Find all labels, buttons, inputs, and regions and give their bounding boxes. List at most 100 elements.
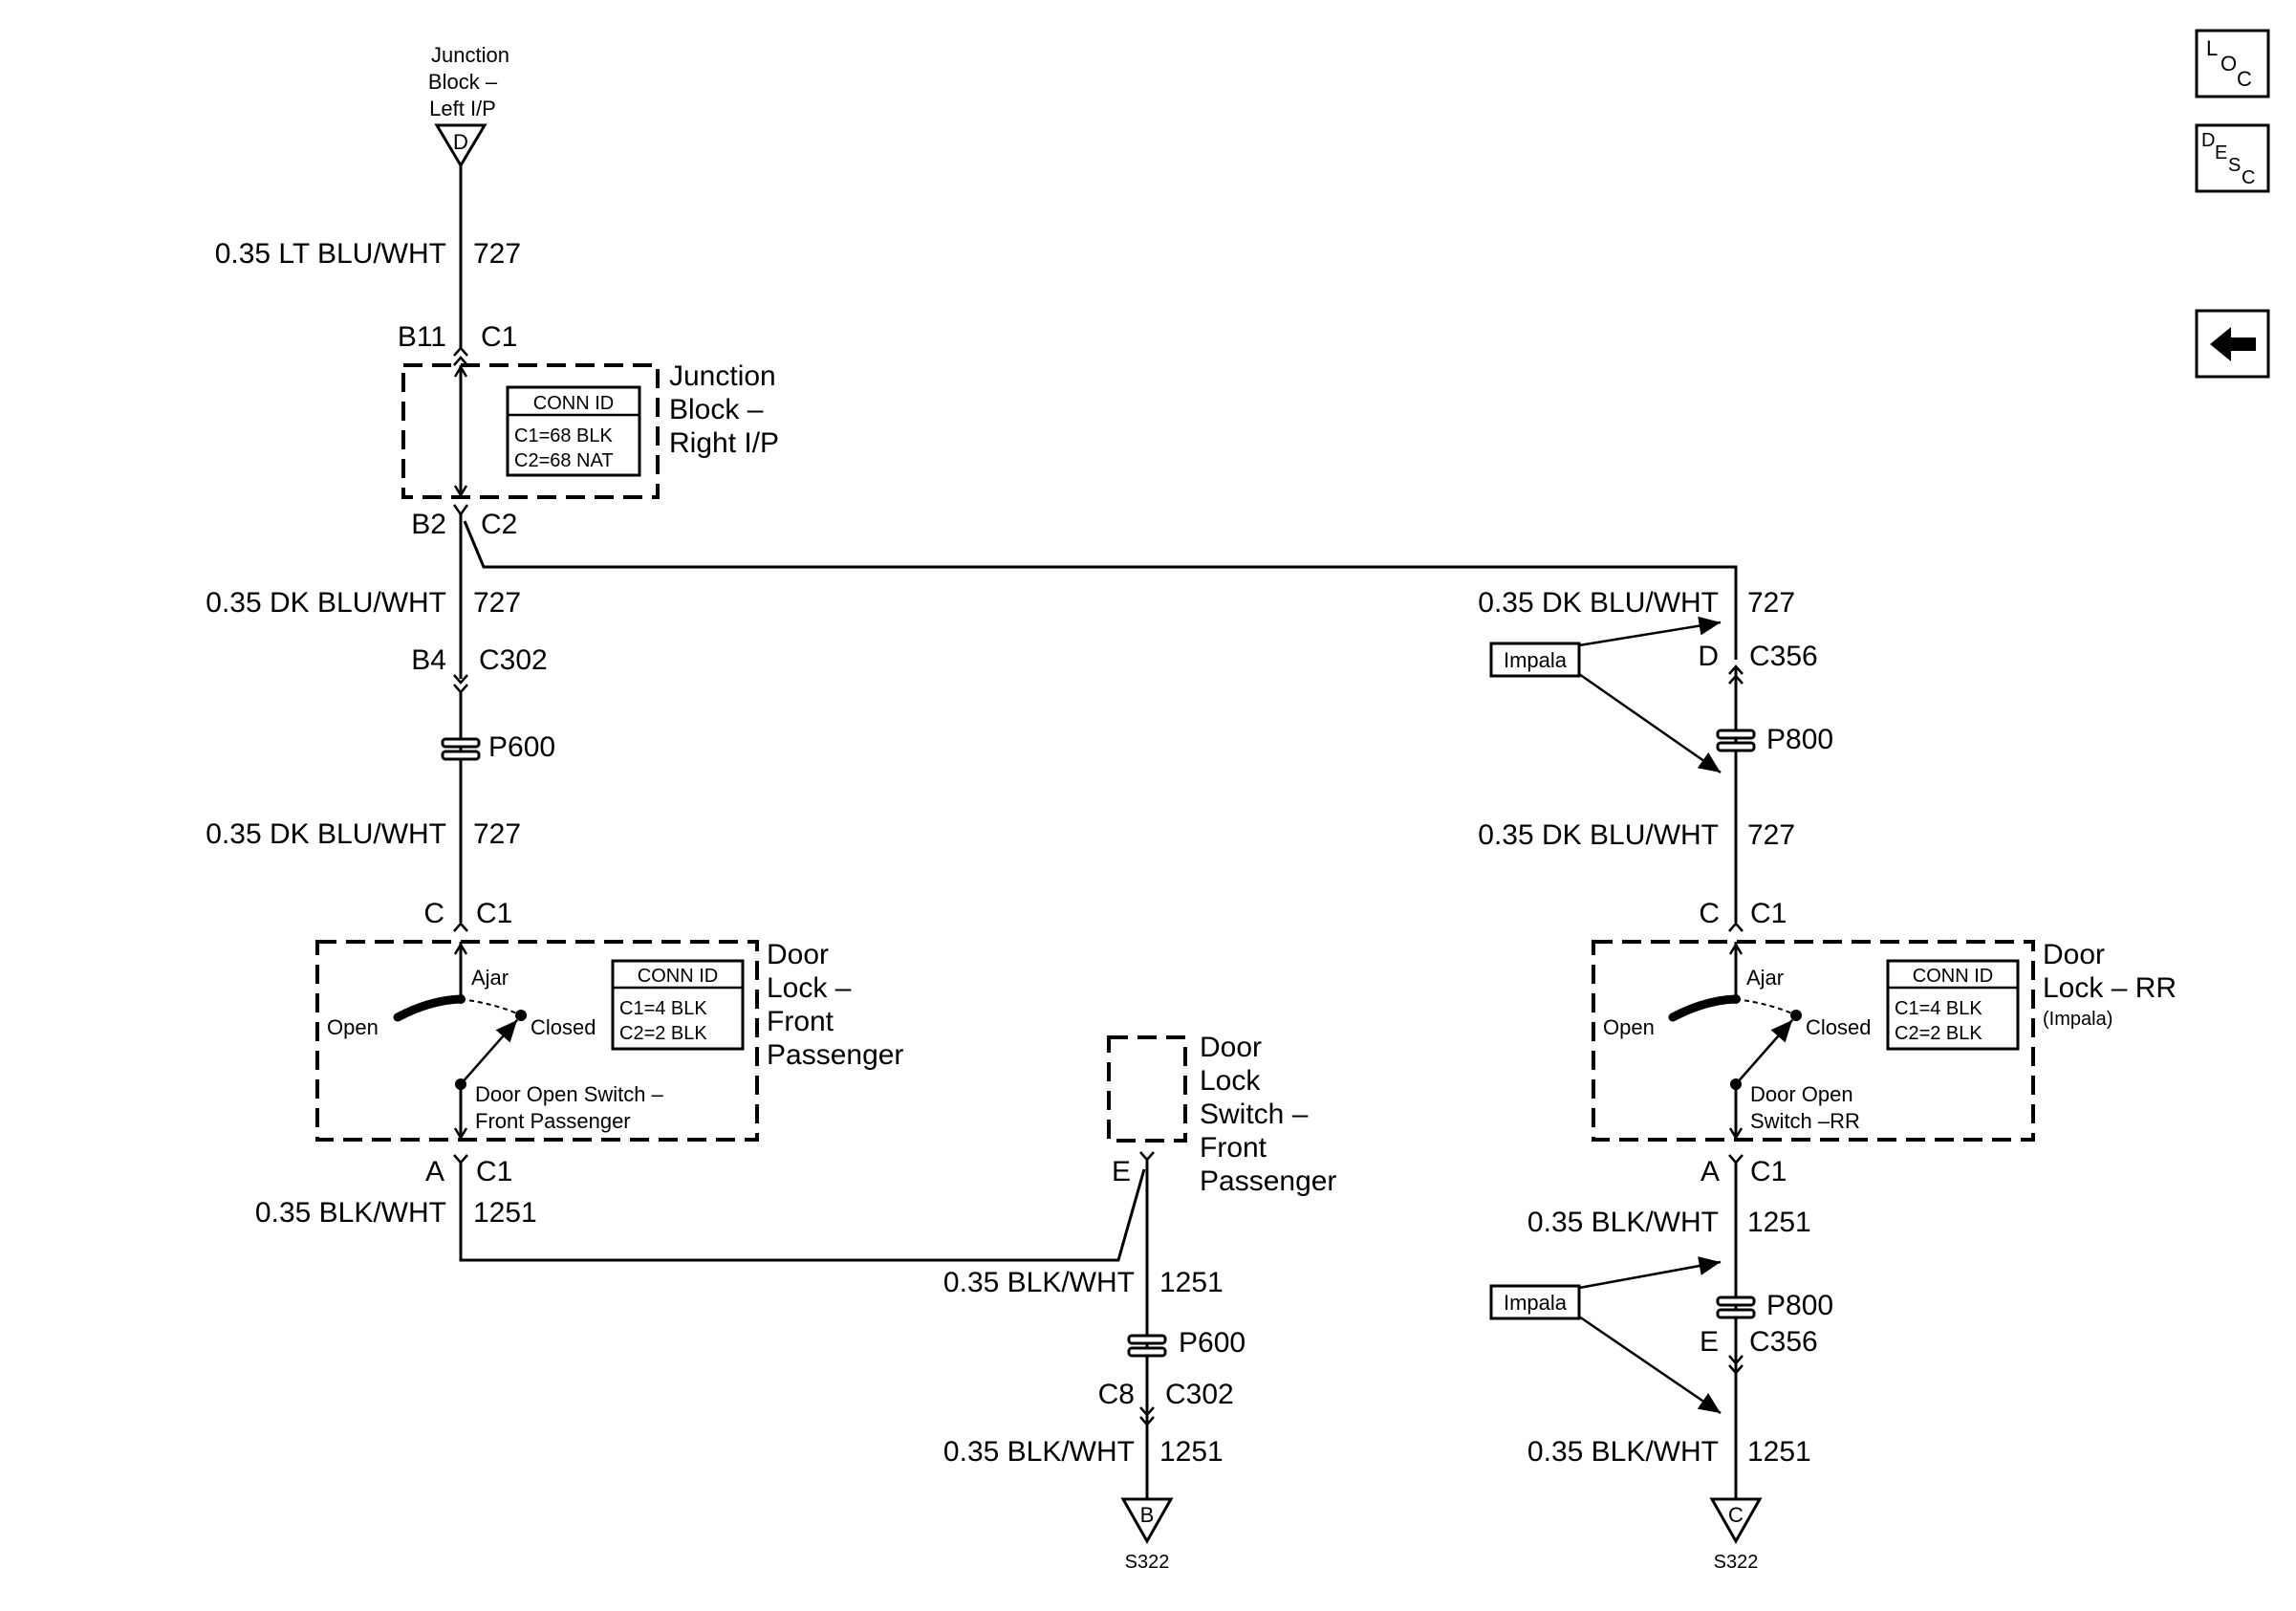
dls-name-1: Door	[1200, 1032, 1262, 1063]
door-lock-switch-outline	[1107, 1035, 1187, 1143]
p600-label: P600	[488, 731, 555, 763]
c302-pin: B4	[411, 644, 446, 676]
rr-c356b-label: C356	[1749, 1326, 1818, 1358]
back-button-frame	[2195, 309, 2270, 379]
conn-id-box	[1886, 959, 2020, 1051]
jb-left-name-2: Block –	[428, 70, 498, 94]
c302-label: C302	[479, 644, 548, 676]
wire6-spec: 0.35 BLK/WHT	[255, 1197, 446, 1229]
ground-terminal-icon	[1120, 1497, 1174, 1545]
wire1-circuit: 727	[473, 238, 521, 270]
jb-right-outline	[401, 363, 660, 499]
connector-chevron-icon	[453, 1154, 468, 1165]
rr-conn-id-line-1: C1=4 BLK	[1895, 998, 1982, 1019]
desc-button-frame	[2195, 123, 2270, 193]
desc-button[interactable]: D E S C	[2195, 123, 2270, 193]
arrow-up-icon	[1728, 942, 1744, 955]
wire6-circuit: 1251	[473, 1197, 537, 1229]
connector-chevron-icon	[453, 674, 468, 685]
rr-open-label: Open	[1603, 1015, 1655, 1039]
fp-conn-id-title: CONN ID	[638, 966, 718, 987]
c302b-label: C302	[1165, 1379, 1234, 1410]
fp-closed-label: Closed	[531, 1015, 596, 1039]
wire5-spec: 0.35 DK BLU/WHT	[1478, 819, 1719, 851]
switch-contact-open	[393, 994, 466, 1022]
fp-open-label: Open	[327, 1015, 379, 1039]
wire9-circuit: 1251	[1747, 1207, 1811, 1238]
ground-left: B S322	[1120, 1497, 1174, 1573]
rr-c356-label: C356	[1749, 641, 1818, 672]
fp-name-4: Passenger	[767, 1039, 903, 1071]
dls-pin: E	[1112, 1156, 1131, 1187]
impala-tag-1	[1489, 642, 1581, 678]
jb-out-conn: C2	[481, 509, 517, 540]
fp-name-1: Door	[767, 939, 829, 970]
loc-button-frame	[2195, 29, 2270, 98]
desc-letter-3: S	[2228, 155, 2241, 176]
rr-out-pin: A	[1700, 1156, 1720, 1187]
connector-chevron-icon	[1728, 1364, 1744, 1375]
dls-name-2: Lock	[1200, 1065, 1261, 1097]
rr-conn-id-line-2: C2=2 BLK	[1895, 1023, 1982, 1044]
fp-name-2: Lock –	[767, 972, 852, 1004]
rr-name-2: Lock – RR	[2043, 972, 2177, 1004]
wire5-circuit: 727	[1747, 819, 1795, 851]
connector-chevron-icon	[452, 504, 469, 517]
connector-chevron-icon	[453, 684, 468, 694]
jb-in-pin: B11	[398, 321, 446, 353]
junction-block-right: CONN ID C1=68 BLK C2=68 NAT Junction Blo…	[401, 360, 779, 499]
fp-out-pin: A	[425, 1156, 444, 1187]
wire-727-branch-rr	[463, 520, 1738, 660]
loc-letter-2: O	[2220, 52, 2237, 76]
connector-chevron-icon	[453, 346, 468, 357]
desc-letter-2: E	[2215, 142, 2227, 163]
door-lock-switch-front-passenger: Door Lock Switch – Front Passenger	[1107, 1032, 1336, 1197]
fp-out-conn: C1	[476, 1156, 512, 1187]
wire8-spec: 0.35 BLK/WHT	[943, 1436, 1135, 1468]
ground-right-splice: S322	[1714, 1552, 1759, 1573]
arrow-up-icon	[453, 942, 468, 955]
fp-in-conn: C1	[476, 898, 512, 929]
door-lock-front-passenger: Ajar Open Closed Door Open Switch – Fron…	[315, 939, 903, 1142]
connector-chevron-icon	[1139, 1406, 1155, 1417]
wire3-spec: 0.35 DK BLU/WHT	[206, 818, 446, 850]
arrow-up-icon	[453, 364, 468, 378]
jb-left-name-1: Junction	[431, 43, 509, 67]
conn-id-line-1: C1=68 BLK	[514, 425, 614, 446]
dls-name-5: Passenger	[1200, 1165, 1336, 1197]
impala-tag-2-label: Impala	[1504, 1291, 1568, 1315]
rr-c356b-pin: E	[1700, 1326, 1719, 1358]
switch-lever	[1735, 1019, 1793, 1085]
switch-closed-contact	[515, 1010, 527, 1021]
wire10-circuit: 1251	[1747, 1436, 1811, 1468]
jb-left-terminal: D	[453, 130, 468, 154]
jb-right-name-1: Junction	[669, 360, 776, 392]
arrow-down-icon	[1728, 1127, 1744, 1141]
back-button[interactable]	[2195, 309, 2270, 379]
desc-letter-4: C	[2242, 167, 2255, 188]
connector-chevron-icon	[1728, 922, 1744, 932]
ground-left-splice: S322	[1125, 1552, 1170, 1573]
arrow-down-icon	[453, 485, 468, 498]
fp-ajar-label: Ajar	[471, 966, 509, 990]
desc-letter-1: D	[2201, 130, 2215, 151]
fp-switch-line-2: Front Passenger	[475, 1109, 631, 1133]
rr-out-conn: C1	[1750, 1156, 1787, 1187]
conn-id-title: CONN ID	[533, 393, 614, 414]
connector-chevron-icon	[1728, 1154, 1744, 1165]
switch-closed-contact	[1790, 1010, 1802, 1021]
rr-in-pin: C	[1699, 898, 1720, 929]
wire3-circuit: 727	[473, 818, 521, 850]
fp-name-3: Front	[767, 1006, 834, 1037]
c302b-pin: C8	[1098, 1379, 1135, 1410]
impala-tag-1-label: Impala	[1504, 648, 1568, 672]
rr-switch-line-1: Door Open	[1750, 1082, 1853, 1106]
rr-conn-id-title: CONN ID	[1913, 966, 1993, 987]
loc-letter-1: L	[2206, 36, 2218, 60]
junction-block-left: Junction Block – Left I/P D	[428, 43, 509, 168]
door-lock-rr-outline	[1592, 940, 2035, 1142]
loc-button[interactable]: L O C	[2195, 29, 2270, 98]
jb-in-conn: C1	[481, 321, 517, 353]
connector-chevron-icon	[453, 922, 468, 932]
p600-passthrough	[441, 737, 481, 761]
